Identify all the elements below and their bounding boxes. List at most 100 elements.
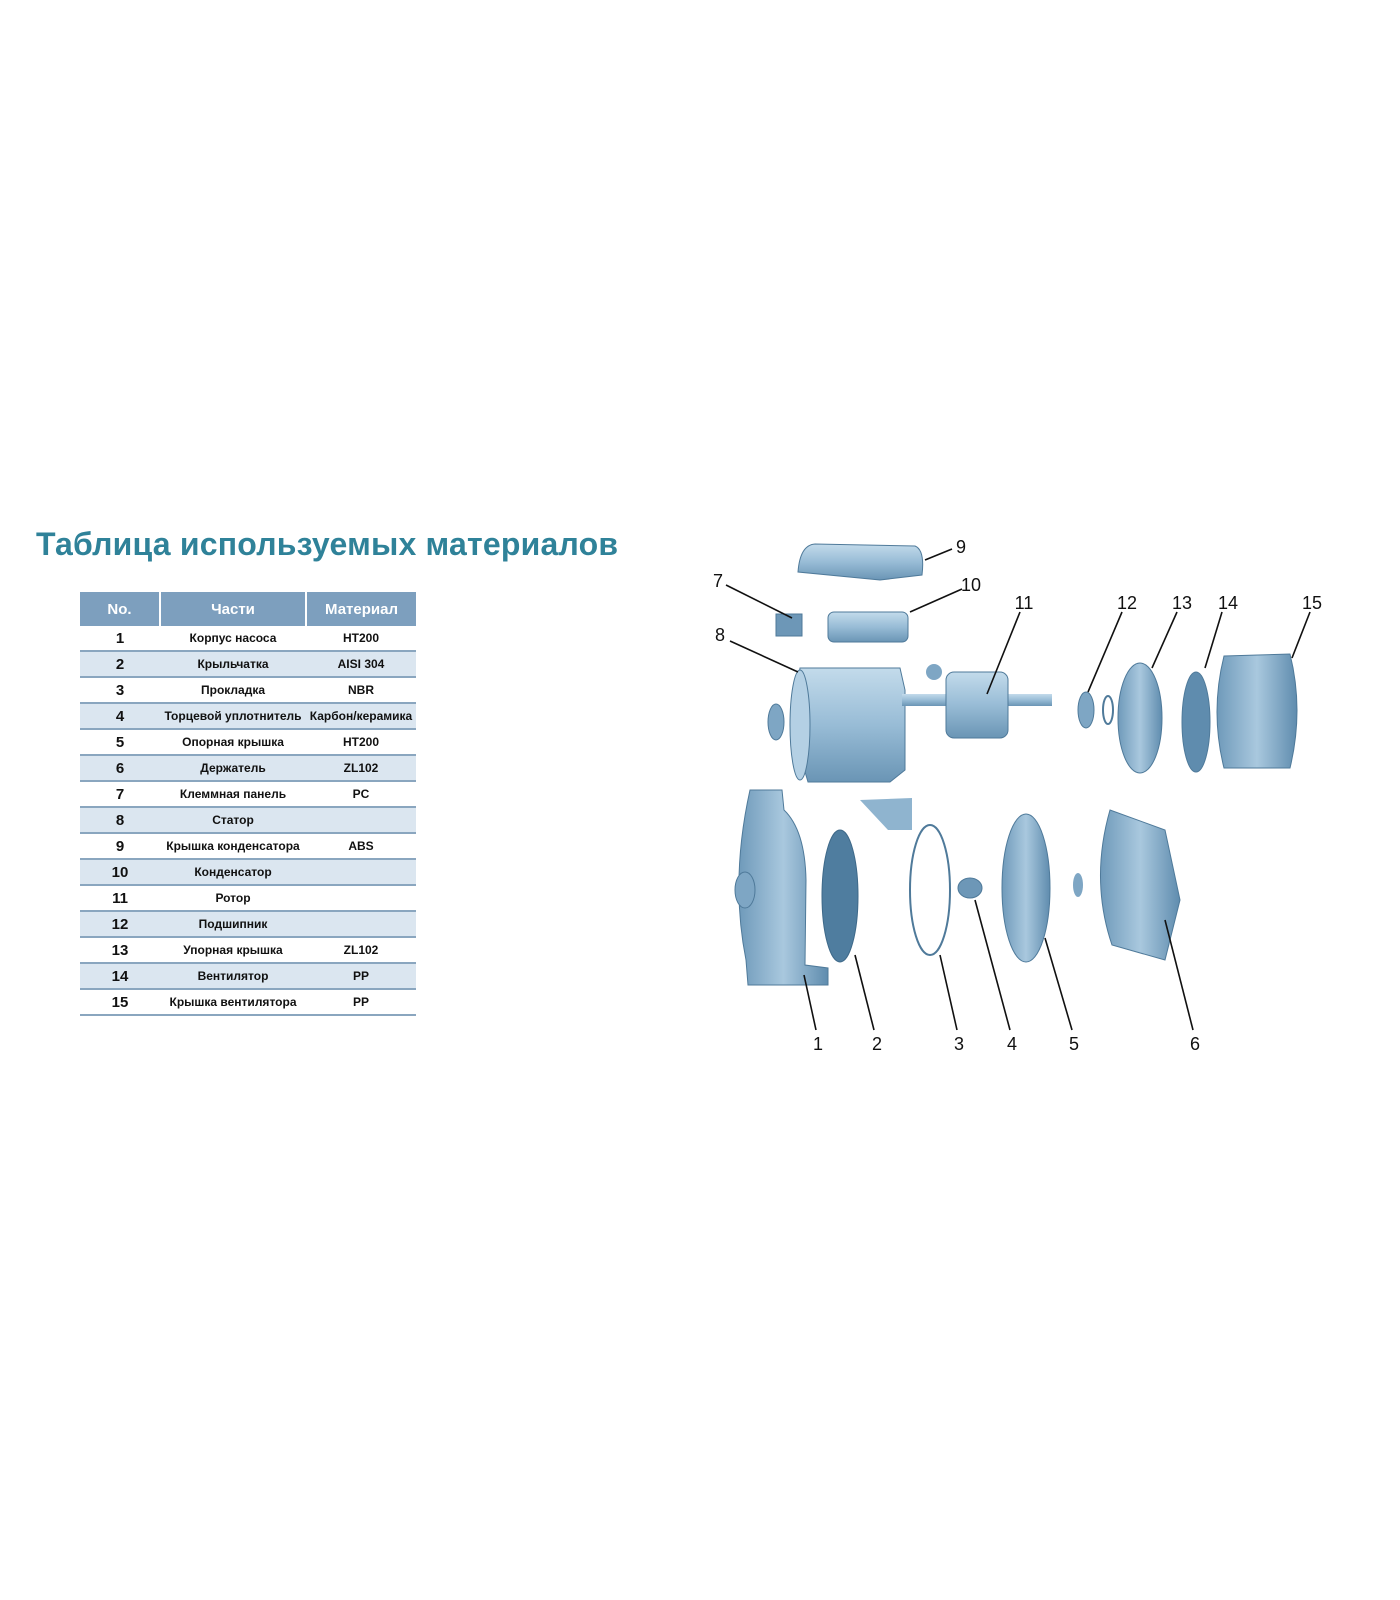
cell-part: Конденсатор xyxy=(160,859,306,886)
cell-part: Торцевой уплотнитель xyxy=(160,703,306,730)
cell-part: Крыльчатка xyxy=(160,651,306,678)
part-terminal-panel xyxy=(775,613,803,637)
leader-4 xyxy=(974,899,1011,1031)
part-stator xyxy=(795,667,906,783)
part-small-ring xyxy=(1073,873,1083,897)
leader-lines xyxy=(725,548,1311,1031)
leader-14 xyxy=(1204,611,1223,669)
cell-no: 4 xyxy=(80,703,160,730)
leader-2 xyxy=(854,954,875,1031)
header-no: No. xyxy=(80,592,161,626)
callout-7: 7 xyxy=(713,571,723,591)
callout-3: 3 xyxy=(954,1034,964,1054)
callout-2: 2 xyxy=(872,1034,882,1054)
cell-no: 11 xyxy=(80,885,160,912)
cell-material: HT200 xyxy=(306,729,416,756)
cell-part: Клеммная панель xyxy=(160,781,306,808)
cell-material xyxy=(306,807,416,834)
leader-8 xyxy=(729,640,799,673)
leader-1 xyxy=(803,974,817,1031)
part-rotor xyxy=(945,671,1009,739)
callout-9: 9 xyxy=(956,537,966,557)
cell-no: 2 xyxy=(80,651,160,678)
cell-part: Статор xyxy=(160,807,306,834)
callout-14: 14 xyxy=(1218,593,1238,613)
cell-part: Подшипник xyxy=(160,911,306,938)
cell-part: Крышка вентилятора xyxy=(160,989,306,1016)
callout-5: 5 xyxy=(1069,1034,1079,1054)
cell-material: PC xyxy=(306,781,416,808)
cell-material: NBR xyxy=(306,677,416,704)
cell-part: Упорная крышка xyxy=(160,937,306,964)
part-end-cover xyxy=(1117,662,1163,774)
cell-no: 1 xyxy=(80,626,160,652)
part-capacitor xyxy=(827,611,909,643)
part-terminal-box xyxy=(860,798,912,830)
part-gasket xyxy=(909,824,951,956)
header-parts: Части xyxy=(160,592,307,626)
cell-no: 14 xyxy=(80,963,160,990)
cell-no: 15 xyxy=(80,989,160,1016)
part-stator-face xyxy=(789,669,811,781)
leader-11 xyxy=(986,611,1021,695)
cell-no: 10 xyxy=(80,859,160,886)
callout-12: 12 xyxy=(1117,593,1137,613)
callout-13: 13 xyxy=(1172,593,1192,613)
callout-6: 6 xyxy=(1190,1034,1200,1054)
part-impeller xyxy=(821,829,859,963)
part-bearing xyxy=(1077,691,1095,729)
leader-6 xyxy=(1164,919,1194,1031)
part-cable-gland xyxy=(926,664,942,680)
cell-no: 7 xyxy=(80,781,160,808)
header-material: Материал xyxy=(306,592,416,626)
cell-material: HT200 xyxy=(306,626,416,652)
cell-material: Карбон/керамика xyxy=(306,703,416,730)
cell-no: 6 xyxy=(80,755,160,782)
cell-no: 12 xyxy=(80,911,160,938)
table-header: No. Части Материал xyxy=(80,592,416,626)
part-pump-housing xyxy=(738,789,829,986)
cell-no: 9 xyxy=(80,833,160,860)
part-ring xyxy=(1102,695,1114,725)
cell-part: Ротор xyxy=(160,885,306,912)
cell-no: 3 xyxy=(80,677,160,704)
callout-8: 8 xyxy=(715,625,725,645)
cell-material xyxy=(306,859,416,886)
leader-13 xyxy=(1151,611,1178,669)
cell-material: PP xyxy=(306,989,416,1016)
cell-part: Вентилятор xyxy=(160,963,306,990)
part-capacitor-cover xyxy=(797,543,924,581)
cell-material: AISI 304 xyxy=(306,651,416,678)
leader-7 xyxy=(725,584,793,619)
cell-material xyxy=(306,911,416,938)
cell-material: ABS xyxy=(306,833,416,860)
part-pump-inlet xyxy=(734,871,756,909)
leader-12 xyxy=(1087,611,1123,693)
callout-11: 11 xyxy=(1015,593,1034,613)
callout-15: 15 xyxy=(1302,593,1322,613)
cell-part: Прокладка xyxy=(160,677,306,704)
part-fan-cover xyxy=(1216,653,1298,769)
leader-9 xyxy=(924,548,953,561)
part-holder xyxy=(1100,809,1181,961)
cell-no: 13 xyxy=(80,937,160,964)
callout-4: 4 xyxy=(1007,1034,1017,1054)
cell-material: ZL102 xyxy=(306,937,416,964)
leader-5 xyxy=(1044,937,1073,1031)
